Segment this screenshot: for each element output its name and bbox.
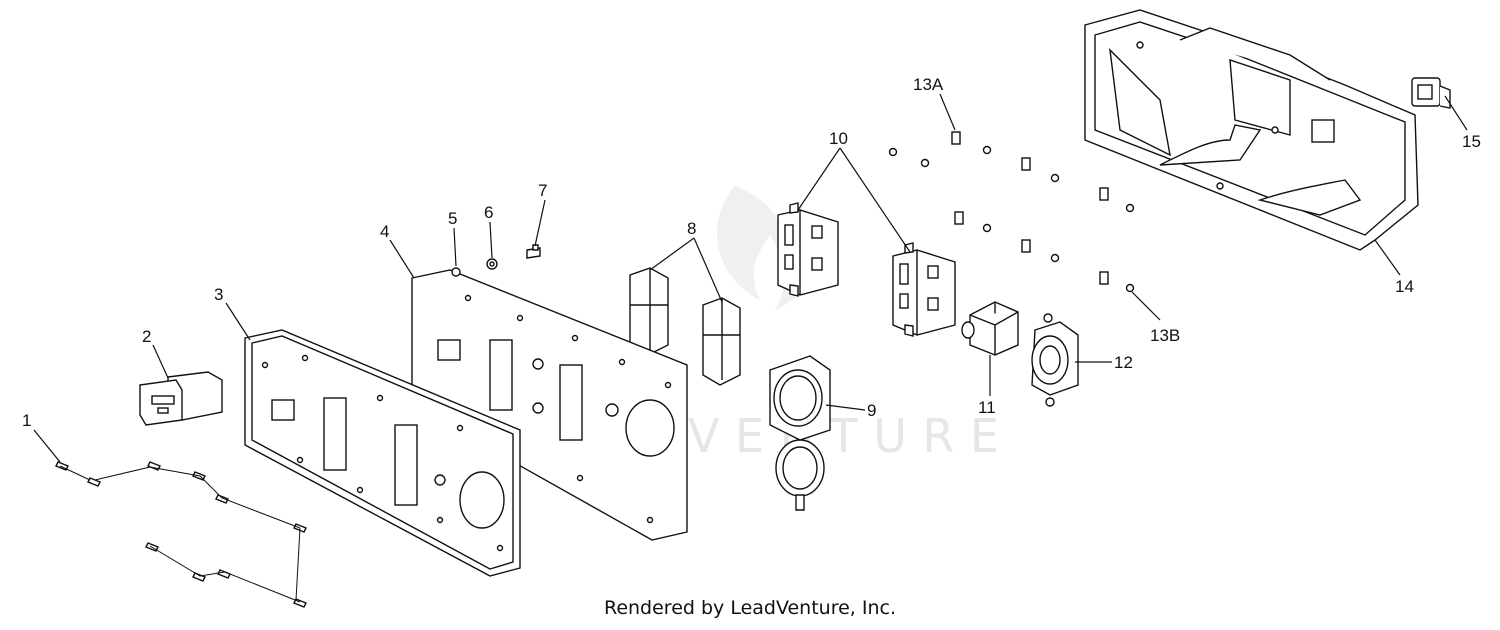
callout-4: 4: [380, 222, 389, 241]
callout-3: 3: [214, 285, 223, 304]
callout-11: 11: [978, 398, 996, 417]
gfci-receptacles: [777, 202, 956, 337]
screws: [55, 461, 307, 608]
small-hardware: [451, 244, 541, 277]
footer-credit: Rendered by LeadVenture, Inc.: [603, 597, 897, 619]
twist-lock-receptacle: [1031, 313, 1079, 407]
callout-9: 9: [867, 401, 876, 420]
callout-14: 14: [1395, 277, 1414, 296]
callout-1: 1: [22, 411, 31, 430]
callout-7: 7: [538, 181, 547, 200]
callout-6: 6: [484, 203, 493, 222]
circuit-breaker: [961, 301, 1019, 356]
callout-13a: 13A: [913, 75, 944, 94]
outlet-cover: [769, 355, 831, 511]
callout-15: 15: [1462, 132, 1481, 151]
leader-lines: [33, 93, 1468, 463]
front-panel: [244, 329, 521, 577]
back-panel: [411, 269, 688, 541]
housing: [1084, 9, 1419, 251]
switch-cover: [1411, 77, 1451, 109]
receptacle-covers: [629, 267, 741, 386]
callout-8: 8: [687, 219, 696, 238]
hour-meter: [139, 371, 223, 426]
callout-labels: 1 2 3 4 5 6 7 8 9 10 11 12 13A 13B 14 15: [22, 75, 1481, 430]
callout-2: 2: [142, 327, 151, 346]
callout-10: 10: [829, 129, 848, 148]
screw-guide-lines: [59, 465, 301, 603]
fastener-clips: [888, 131, 1135, 293]
callout-12: 12: [1114, 353, 1133, 372]
callout-5: 5: [448, 209, 457, 228]
callout-13b: 13B: [1150, 326, 1180, 345]
